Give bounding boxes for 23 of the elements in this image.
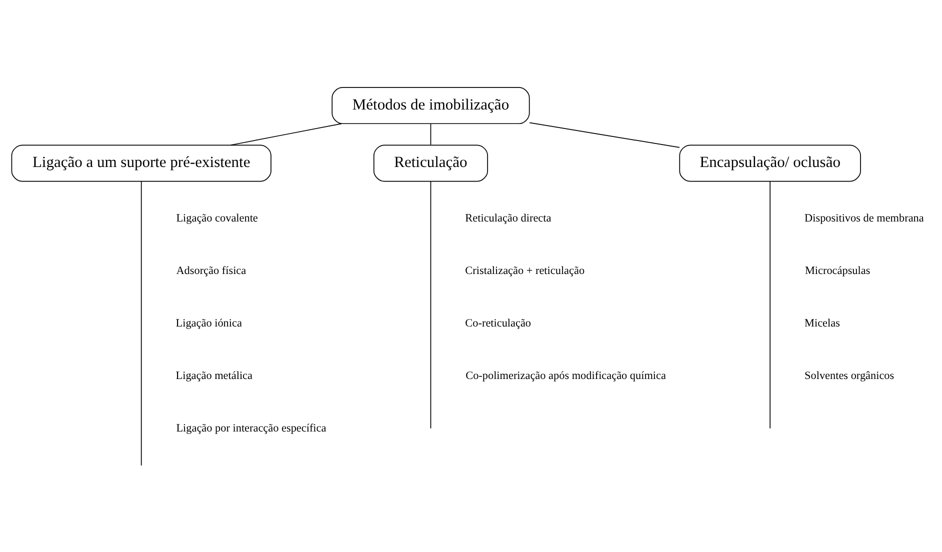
connector [140, 180, 142, 466]
label: Ligação por interacção específica [176, 422, 326, 434]
connector [230, 122, 342, 146]
connector [430, 180, 432, 428]
label: Microcápsulas [804, 264, 870, 276]
connector [529, 122, 680, 148]
label: Co-polimerização após modificação química [466, 369, 666, 382]
label: Cristalização + reticulação [465, 264, 585, 276]
node-box: Métodos de imobilização [332, 86, 530, 124]
connector [770, 180, 771, 428]
node-box: Ligação a um suporte pré-existente [11, 144, 272, 182]
node-box: Reticulação [373, 144, 488, 182]
label: Ligação metálica [176, 369, 253, 382]
label: Reticulação directa [465, 212, 552, 224]
label: Solventes orgânicos [804, 369, 894, 382]
label: Dispositivos de membrana [804, 212, 924, 224]
label: Adsorção física [176, 264, 246, 276]
label: Ligação iónica [176, 316, 242, 329]
node-box: Encapsulação/ oclusão [679, 144, 861, 182]
label: Ligação covalente [176, 212, 258, 224]
connector [430, 122, 432, 145]
label: Micelas [804, 316, 840, 329]
label: Co-reticulação [465, 316, 532, 329]
